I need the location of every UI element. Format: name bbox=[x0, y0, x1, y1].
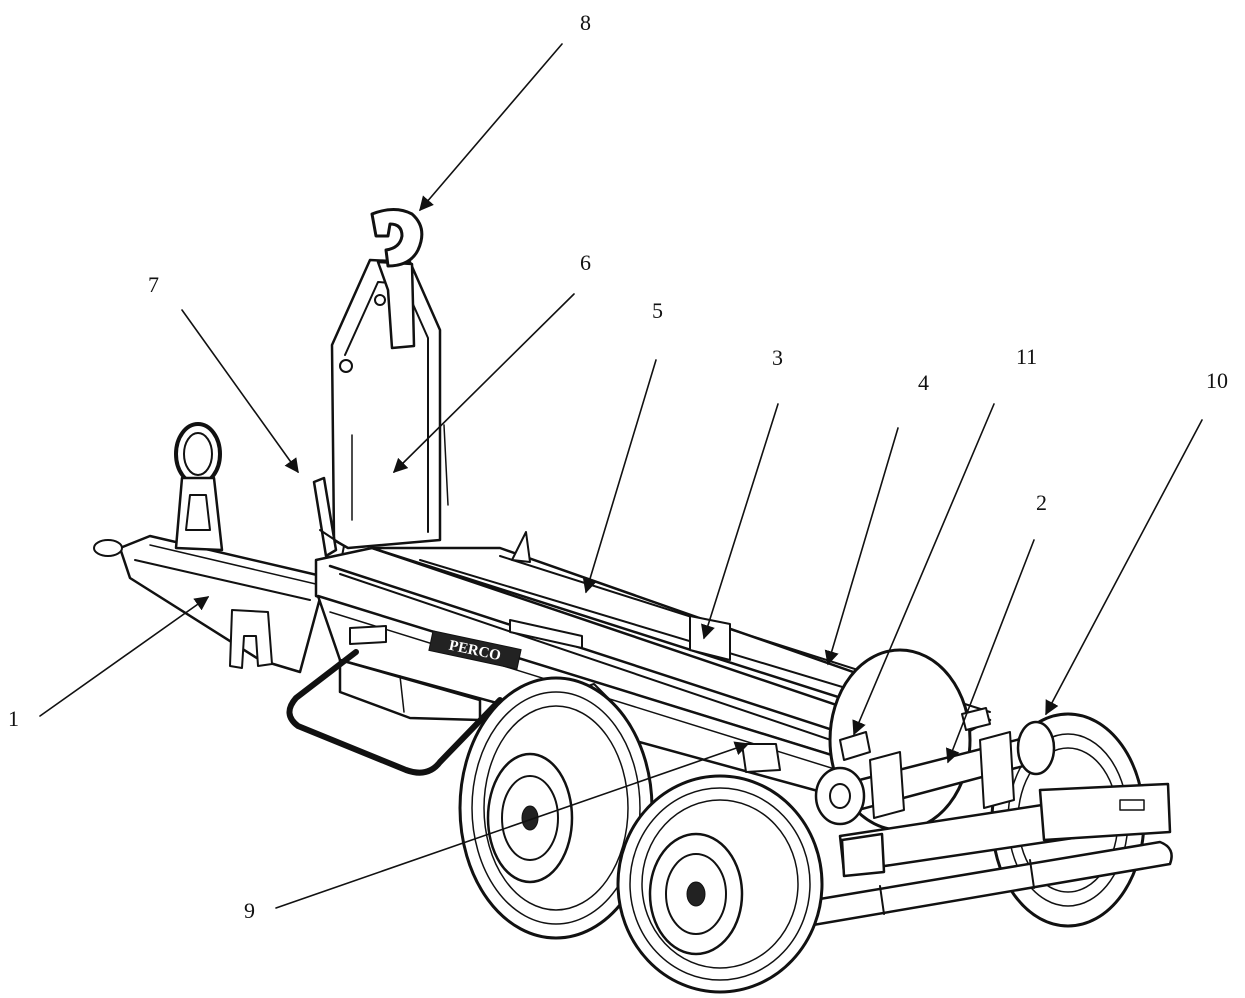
leader-11 bbox=[852, 403, 995, 736]
callout-label-3: 3 bbox=[772, 345, 783, 370]
step-handrail bbox=[286, 649, 503, 776]
callout-label-10: 10 bbox=[1206, 368, 1228, 393]
leader-7 bbox=[181, 309, 299, 474]
callout-label-1: 1 bbox=[8, 706, 19, 731]
callout-label-4: 4 bbox=[918, 370, 929, 395]
callout-label-11: 11 bbox=[1016, 344, 1037, 369]
rear-axle bbox=[814, 707, 1056, 826]
lever bbox=[312, 476, 345, 558]
leader-4 bbox=[824, 427, 899, 666]
leader-3 bbox=[701, 403, 779, 640]
callout-label-7: 7 bbox=[148, 272, 159, 297]
callout-label-5: 5 bbox=[652, 298, 663, 323]
front-wheel-right bbox=[616, 774, 824, 994]
drawbar bbox=[93, 422, 332, 674]
callout-label-6: 6 bbox=[580, 250, 591, 275]
leader-9 bbox=[275, 741, 750, 909]
leader-2 bbox=[945, 539, 1035, 764]
callout-leaders bbox=[39, 43, 1203, 909]
callout-labels: 1 2 3 4 5 6 7 8 9 10 11 bbox=[8, 10, 1228, 923]
rear-bumper bbox=[760, 782, 1173, 934]
leader-6 bbox=[392, 293, 575, 474]
trailer-drawing: PERCO bbox=[93, 208, 1173, 994]
callout-label-2: 2 bbox=[1036, 490, 1047, 515]
hook-arm bbox=[330, 208, 449, 550]
hydraulic-cylinder bbox=[338, 658, 482, 722]
leader-10 bbox=[1045, 419, 1203, 716]
callout-label-8: 8 bbox=[580, 10, 591, 35]
leader-1 bbox=[39, 596, 210, 717]
leader-8 bbox=[419, 43, 563, 212]
callout-label-9: 9 bbox=[244, 898, 255, 923]
leader-5 bbox=[582, 359, 657, 594]
